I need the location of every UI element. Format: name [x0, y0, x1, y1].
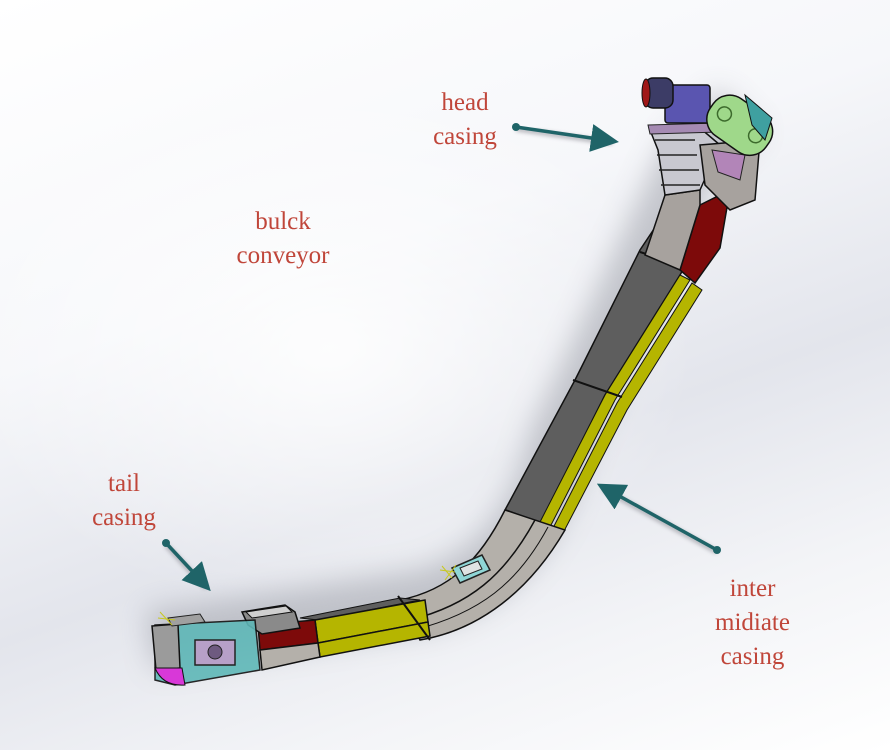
head-label-line-2: casing — [433, 123, 497, 150]
hatch-fastener-marks — [439, 564, 457, 581]
title-line-1: bulck — [255, 208, 311, 235]
motor-end-cap — [641, 78, 651, 108]
bend-section-inner-line — [413, 526, 549, 631]
intermediate-casing-label: inter midiate casing — [695, 572, 810, 674]
bend-section-inner-line — [409, 519, 536, 621]
horizontal-casing-top — [299, 597, 421, 621]
tail-label-line-2: casing — [92, 504, 156, 531]
tail-transition-gray — [259, 642, 321, 671]
intermediate-label-line-2: midiate — [715, 609, 790, 636]
drive-guard-backplate — [744, 93, 773, 142]
head-label-line-1: head — [441, 89, 489, 116]
tail-casing-magenta-bottom — [154, 667, 186, 686]
casing-joint — [572, 379, 623, 398]
bend-section — [398, 509, 567, 641]
casing-joint — [397, 595, 431, 641]
head-discharge-pink — [711, 149, 746, 181]
tail-casing-label: tail casing — [74, 467, 174, 535]
intermediate-label-line-1: inter — [729, 575, 776, 602]
title-label: bulck conveyor — [218, 205, 348, 273]
head-support-ladder — [655, 139, 700, 186]
tail-casing-end-plate — [151, 623, 181, 671]
intermediate-label-line-3: casing — [720, 643, 785, 670]
tail-label-line-1: tail — [108, 470, 140, 497]
tail-sprocket — [207, 644, 223, 660]
head-transition-gray — [644, 189, 701, 272]
arrow-tail-casing — [162, 539, 211, 592]
arrow-head-casing — [512, 123, 619, 152]
conveyor-shadow — [145, 88, 762, 670]
inspection-hatch-opening — [459, 560, 483, 577]
tail-fastener-marks — [157, 611, 176, 626]
title-line-2: conveyor — [236, 242, 330, 269]
arrow-intermediate-casing — [596, 483, 721, 554]
inlet-hopper-opening — [244, 605, 294, 619]
head-casing-label: head casing — [415, 86, 515, 154]
